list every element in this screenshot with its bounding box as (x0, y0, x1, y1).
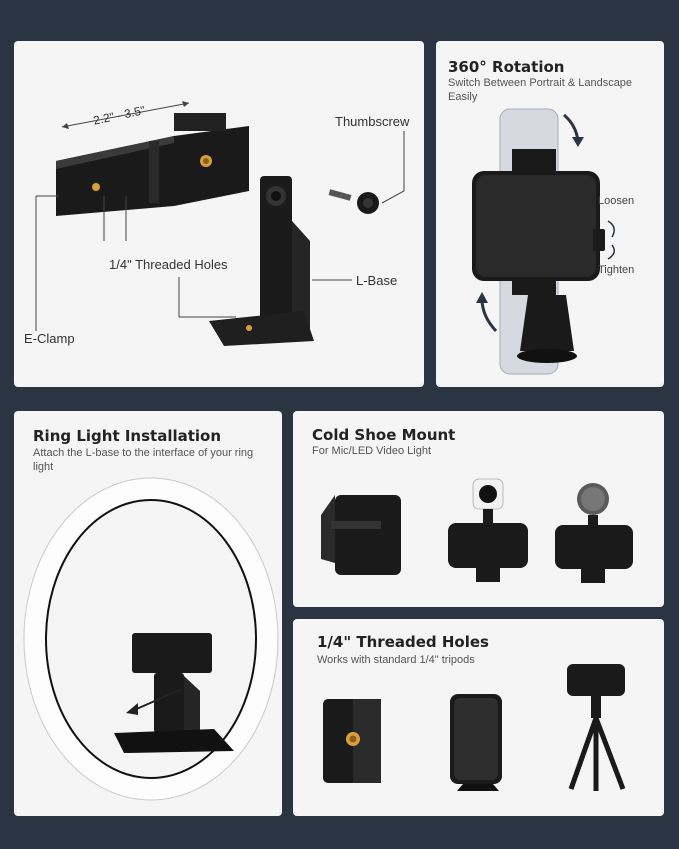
cold-shoe-illustration (321, 478, 633, 583)
cold-shoe-panel: Cold Shoe Mount For Mic/LED Video Light (293, 411, 664, 607)
threaded-title: 1/4" Threaded Holes (317, 633, 489, 651)
e-clamp-label: E-Clamp (24, 331, 75, 346)
ring-subtitle: Attach the L-base to the interface of yo… (33, 447, 254, 473)
led-light-phone-image (448, 478, 528, 582)
ring-light-illustration (23, 477, 279, 801)
rotation-title: 360° Rotation (448, 58, 565, 76)
microphone-phone-image (555, 483, 633, 583)
ring-light-panel: Ring Light Installation Attach the L-bas… (14, 411, 282, 816)
e-clamp-image (56, 113, 249, 216)
l-base-image (209, 176, 314, 346)
tripod-image (567, 664, 626, 791)
threaded-holes-label: 1/4" Threaded Holes (109, 257, 228, 272)
thumbscrew-label: Thumbscrew (335, 114, 410, 129)
loosen-label: Loosen (598, 195, 635, 207)
tighten-label: Tighten (598, 264, 635, 276)
coldshoe-subtitle: For Mic/LED Video Light (312, 445, 432, 457)
threaded-holes-panel: 1/4" Threaded Holes Works with standard … (293, 619, 664, 816)
l-base-label: L-Base (356, 273, 398, 288)
phone-holder-image (132, 633, 212, 733)
rotation-panel: 360° Rotation Switch Between Portrait & … (436, 41, 664, 387)
install-arrow-icon (131, 688, 183, 712)
ring-title: Ring Light Installation (33, 427, 222, 445)
ring-light-image (24, 478, 278, 800)
thumbscrew-image (328, 189, 379, 214)
rotation-illustration (472, 108, 615, 375)
product-diagram-illustration (35, 101, 405, 346)
threaded-holes-illustration (323, 664, 626, 791)
dimension-arrow (61, 102, 190, 128)
threaded-subtitle: Works with standard 1/4" tripods (317, 654, 475, 666)
thumbscrew-leader (381, 131, 405, 204)
rotation-knob-icon (593, 229, 605, 251)
rotation-subtitle: Switch Between Portrait & Landscape Easi… (448, 77, 633, 103)
threaded-hole-block-image (323, 699, 381, 783)
cold-shoe-image (321, 495, 401, 575)
coldshoe-title: Cold Shoe Mount (312, 426, 456, 444)
product-diagram-panel: 2.2" - 3.5" Thumbscrew 1/4" Threaded Hol… (14, 41, 424, 387)
mounted-phone-image (450, 694, 502, 791)
